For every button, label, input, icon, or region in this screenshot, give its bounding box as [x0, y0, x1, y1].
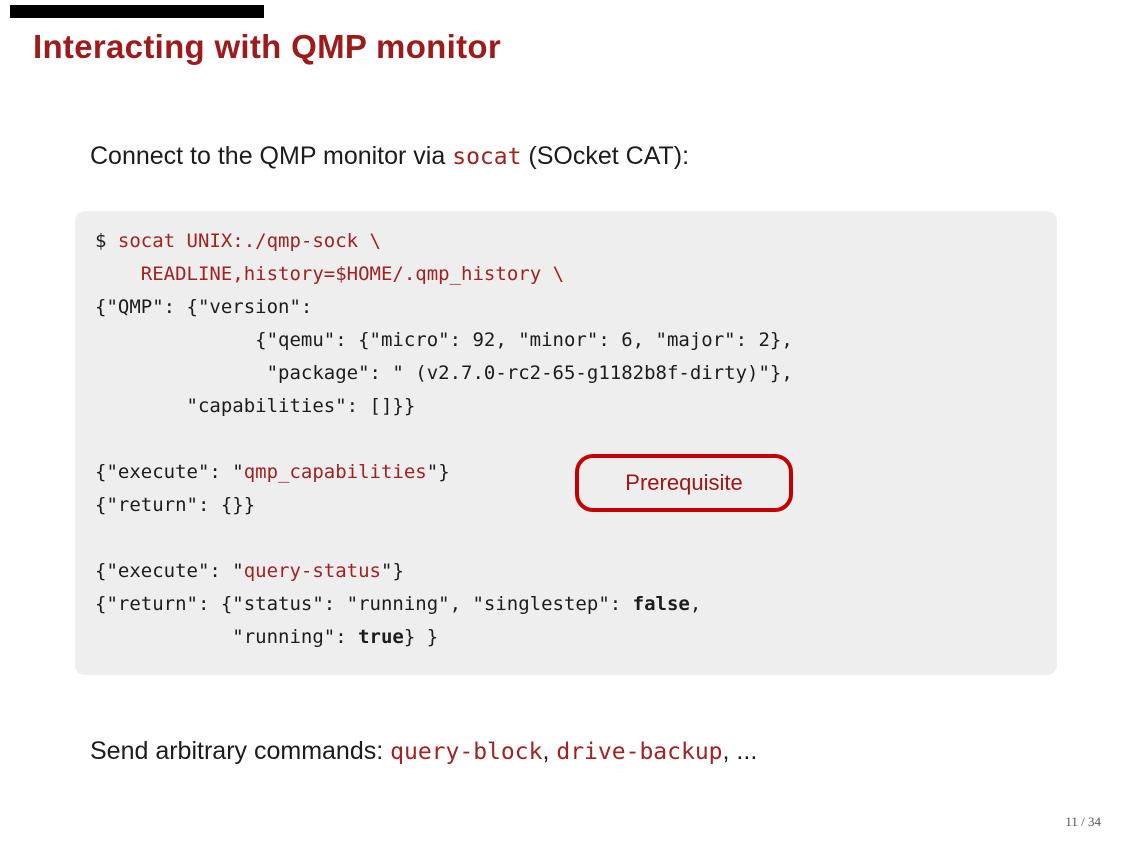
code-segment: {"qemu": {"micro": 92, "minor": 6, "majo…: [95, 329, 793, 351]
prerequisite-badge: Prerequisite: [575, 454, 793, 512]
outro-text-after: , ...: [722, 737, 758, 765]
code-line: "capabilities": []}}: [95, 390, 1049, 423]
code-segment: query-status: [243, 560, 381, 582]
code-line: {"return": {}}: [95, 489, 1049, 522]
code-line: {"QMP": {"version":: [95, 291, 1049, 324]
code-segment: {"return": {"status": "running", "single…: [95, 593, 633, 615]
intro-text-after: (SOcket CAT):: [521, 142, 690, 170]
page-number: 11 / 34: [1065, 814, 1101, 829]
code-segment: "running":: [95, 626, 359, 648]
top-decoration-bar: [10, 5, 264, 18]
outro-separator: ,: [542, 737, 557, 765]
code-line: READLINE,history=$HOME/.qmp_history \: [95, 258, 1049, 291]
code-segment: } }: [403, 626, 439, 648]
code-segment: socat UNIX:./qmp-sock \: [117, 230, 381, 252]
code-segment: [95, 263, 141, 285]
code-segment: qmp_capabilities: [243, 461, 427, 483]
outro-inline-code-query-block: query-block: [390, 739, 543, 765]
code-line: "running": true} }: [95, 621, 1049, 654]
code-line: {"execute": "qmp_capabilities"}: [95, 456, 1049, 489]
code-segment: "package": " (v2.7.0-rc2-65-g1182b8f-dir…: [95, 362, 793, 384]
code-line: {"execute": "query-status"}: [95, 555, 1049, 588]
intro-text-before: Connect to the QMP monitor via: [90, 142, 453, 170]
code-segment: false: [632, 593, 690, 615]
code-segment: {"execute": ": [95, 560, 244, 582]
outro-text-before: Send arbitrary commands:: [90, 737, 391, 765]
code-segment: true: [358, 626, 404, 648]
code-line: [95, 423, 1049, 456]
intro-text: Connect to the QMP monitor via socat (SO…: [90, 142, 689, 171]
outro-text: Send arbitrary commands: query-block, dr…: [90, 737, 757, 766]
outro-inline-code-drive-backup: drive-backup: [556, 739, 723, 765]
code-segment: {"execute": ": [95, 461, 244, 483]
code-line: {"qemu": {"micro": 92, "minor": 6, "majo…: [95, 324, 1049, 357]
code-segment: "capabilities": []}}: [95, 395, 416, 417]
code-segment: READLINE,history=$HOME/.qmp_history \: [140, 263, 565, 285]
code-line: "package": " (v2.7.0-rc2-65-g1182b8f-dir…: [95, 357, 1049, 390]
slide-title: Interacting with QMP monitor: [33, 28, 501, 65]
code-segment: ,: [689, 593, 702, 615]
code-line: {"return": {"status": "running", "single…: [95, 588, 1049, 621]
prerequisite-badge-label: Prerequisite: [625, 470, 743, 495]
code-lines: $ socat UNIX:./qmp-sock \ READLINE,histo…: [95, 225, 1049, 654]
code-line: [95, 522, 1049, 555]
code-line: $ socat UNIX:./qmp-sock \: [95, 225, 1049, 258]
terminal-code-block: $ socat UNIX:./qmp-sock \ READLINE,histo…: [75, 211, 1057, 675]
code-segment: "}: [426, 461, 450, 483]
code-segment: $: [95, 230, 118, 252]
code-segment: {"QMP": {"version":: [95, 296, 313, 318]
code-segment: "}: [381, 560, 404, 582]
intro-inline-code-socat: socat: [452, 144, 522, 170]
code-segment: {"return": {}}: [95, 494, 256, 516]
